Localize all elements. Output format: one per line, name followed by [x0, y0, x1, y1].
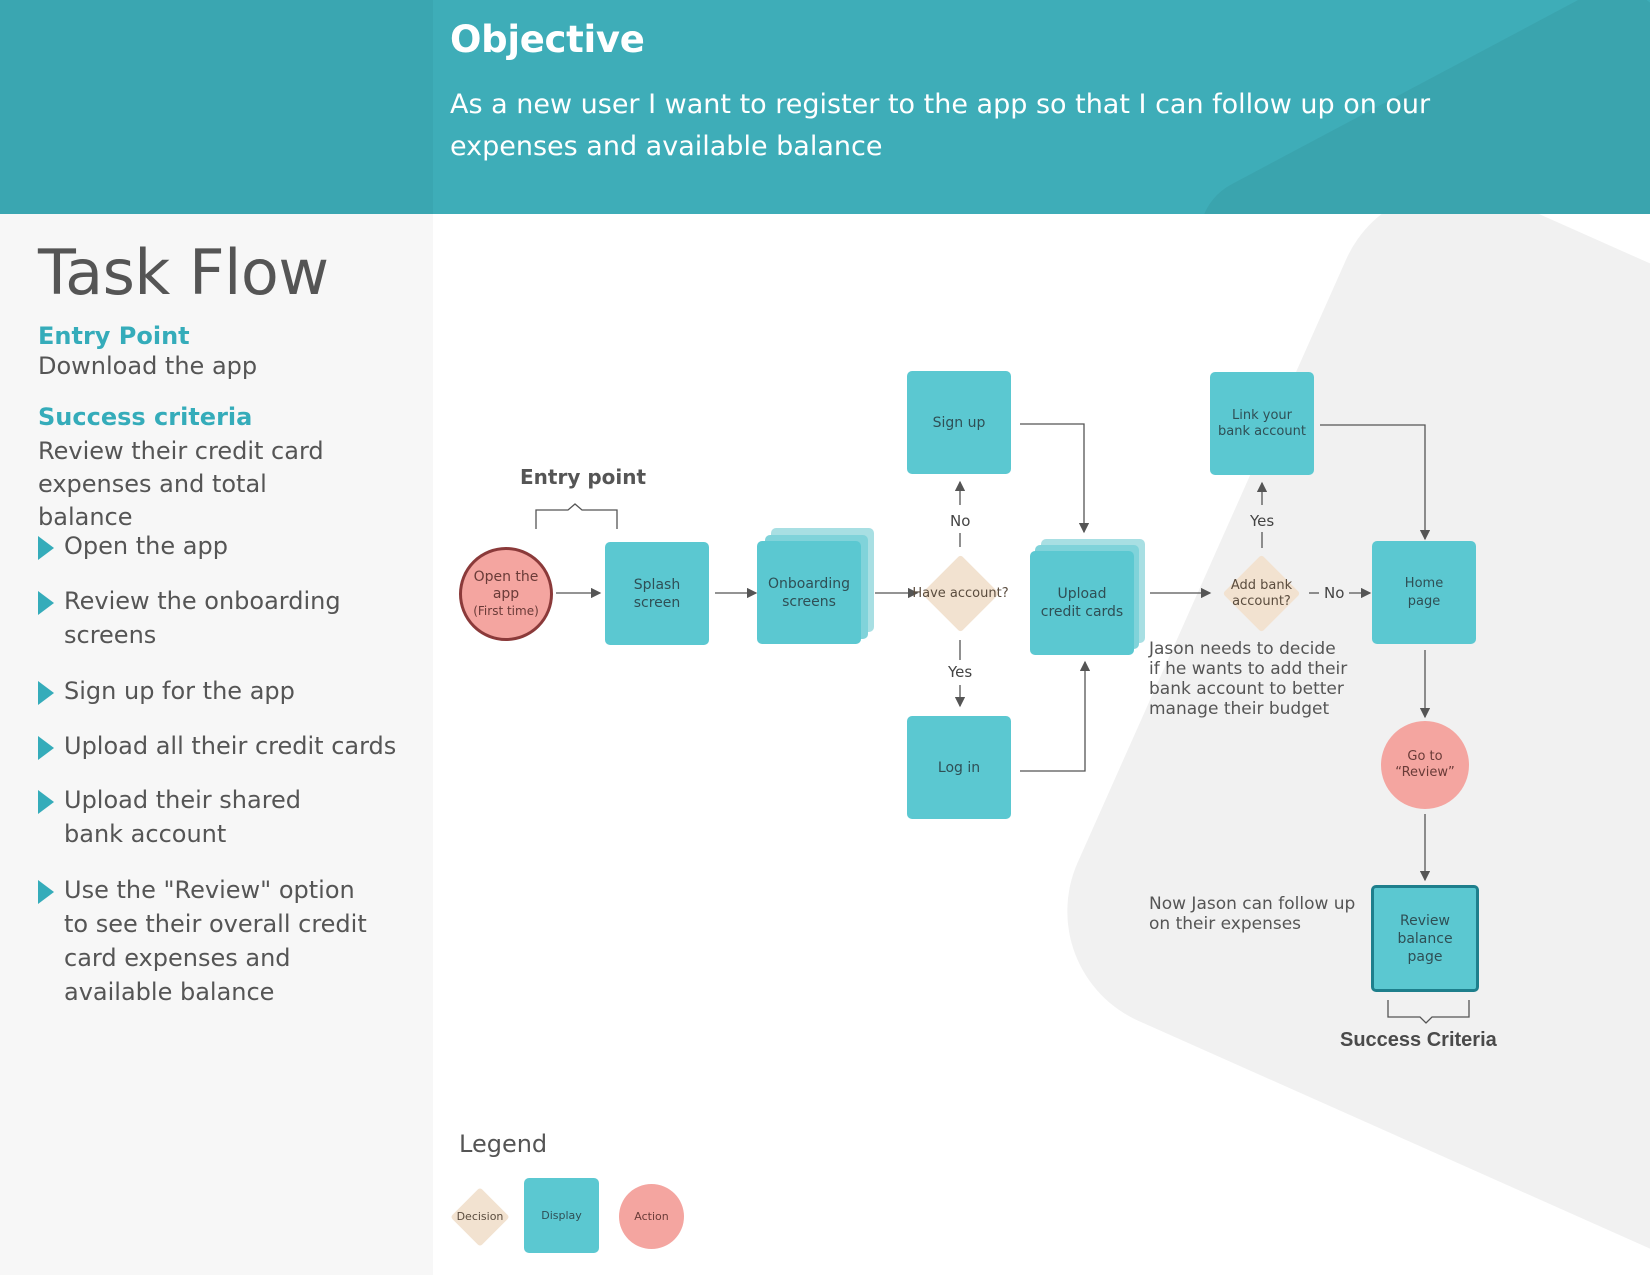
note-follow-up: Now Jason can follow up on their expense…: [1149, 894, 1356, 934]
edge-login-upload: [1020, 660, 1091, 772]
objective-header: Objective As a new user I want to regist…: [0, 0, 1650, 214]
entry-point-text: Download the app: [38, 352, 258, 380]
edge-label-no: No: [1324, 584, 1345, 602]
node-open-app-line2: app: [492, 585, 520, 602]
note-decide: Jason needs to decide if he wants to add…: [1149, 639, 1348, 719]
success-bracket: [1387, 1000, 1470, 1024]
node-onboarding-label: Onboarding screens: [768, 575, 850, 610]
edge-link-home: [1320, 424, 1431, 541]
legend-decision: Decision: [450, 1187, 510, 1247]
entry-point-label: Entry point: [520, 465, 647, 489]
node-link-bank-label: Link your bank account: [1218, 407, 1306, 439]
bullet-triangle-icon: [38, 536, 54, 560]
legend-action: Action: [619, 1184, 684, 1249]
node-add-bank-label: Add bank account?: [1230, 577, 1293, 609]
sidebar: Task Flow Entry Point Download the app S…: [0, 214, 433, 1275]
node-go-review-label: Go to “Review”: [1395, 749, 1455, 780]
node-add-bank-account: Add bank account?: [1222, 554, 1301, 633]
node-open-app: Open the app (First time): [459, 547, 553, 641]
edge-label-no: No: [950, 512, 971, 530]
legend-title: Legend: [459, 1130, 548, 1158]
node-review-balance-page: Review balance page: [1371, 885, 1479, 992]
node-onboarding-screens: Onboarding screens: [757, 541, 861, 644]
edge-signup-upload: [1020, 423, 1090, 534]
step-text: Use the "Review" option to see their ove…: [64, 876, 367, 1006]
node-upload-credit-cards: Upload credit cards: [1030, 551, 1134, 655]
node-sign-up: Sign up: [907, 371, 1011, 474]
node-splash-label: Splash screen: [633, 576, 681, 611]
edge-label-yes: Yes: [1250, 512, 1275, 530]
node-open-app-line1: Open the: [473, 568, 539, 585]
node-link-bank-account: Link your bank account: [1210, 372, 1314, 475]
node-home-page: Home page: [1372, 541, 1476, 644]
objective-title: Objective: [450, 18, 645, 61]
node-sign-up-label: Sign up: [932, 414, 986, 431]
legend-display: Display: [524, 1178, 599, 1253]
node-have-account: Have account?: [912, 554, 1009, 633]
success-criteria-text: Review their credit card expenses and to…: [38, 437, 324, 531]
objective-text: As a new user I want to register to the …: [450, 89, 1431, 162]
node-open-app-line3: (First time): [473, 603, 539, 618]
task-flow-title: Task Flow: [38, 236, 329, 309]
edge-label-yes: Yes: [948, 663, 973, 681]
legend-action-label: Action: [634, 1210, 669, 1223]
entry-point-heading: Entry Point: [38, 322, 190, 350]
legend-display-label: Display: [541, 1208, 582, 1222]
legend-decision-label: Decision: [456, 1210, 504, 1223]
node-go-to-review: Go to “Review”: [1381, 721, 1469, 809]
entry-bracket: [535, 503, 618, 529]
step-text: Review the onboarding screens: [64, 587, 341, 649]
node-log-in: Log in: [907, 716, 1011, 819]
step-text: Upload all their credit cards: [64, 732, 397, 760]
step-text: Upload their shared bank account: [64, 786, 302, 848]
bullet-triangle-icon: [38, 790, 54, 814]
success-criteria-label: Success Criteria: [1340, 1029, 1497, 1051]
bullet-triangle-icon: [38, 681, 54, 705]
bullet-triangle-icon: [38, 880, 54, 904]
step-text: Sign up for the app: [64, 677, 295, 705]
bullet-triangle-icon: [38, 736, 54, 760]
bullet-triangle-icon: [38, 591, 54, 615]
node-upload-label: Upload credit cards: [1040, 586, 1124, 620]
success-criteria-heading: Success criteria: [38, 403, 253, 431]
step-text: Open the app: [64, 532, 228, 560]
header-left-panel: [0, 0, 433, 214]
node-review-balance-label: Review balance page: [1397, 912, 1453, 965]
node-log-in-label: Log in: [937, 759, 981, 776]
node-have-account-label: Have account?: [912, 585, 1009, 601]
node-home-label: Home page: [1404, 575, 1444, 609]
node-splash-screen: Splash screen: [605, 542, 709, 645]
